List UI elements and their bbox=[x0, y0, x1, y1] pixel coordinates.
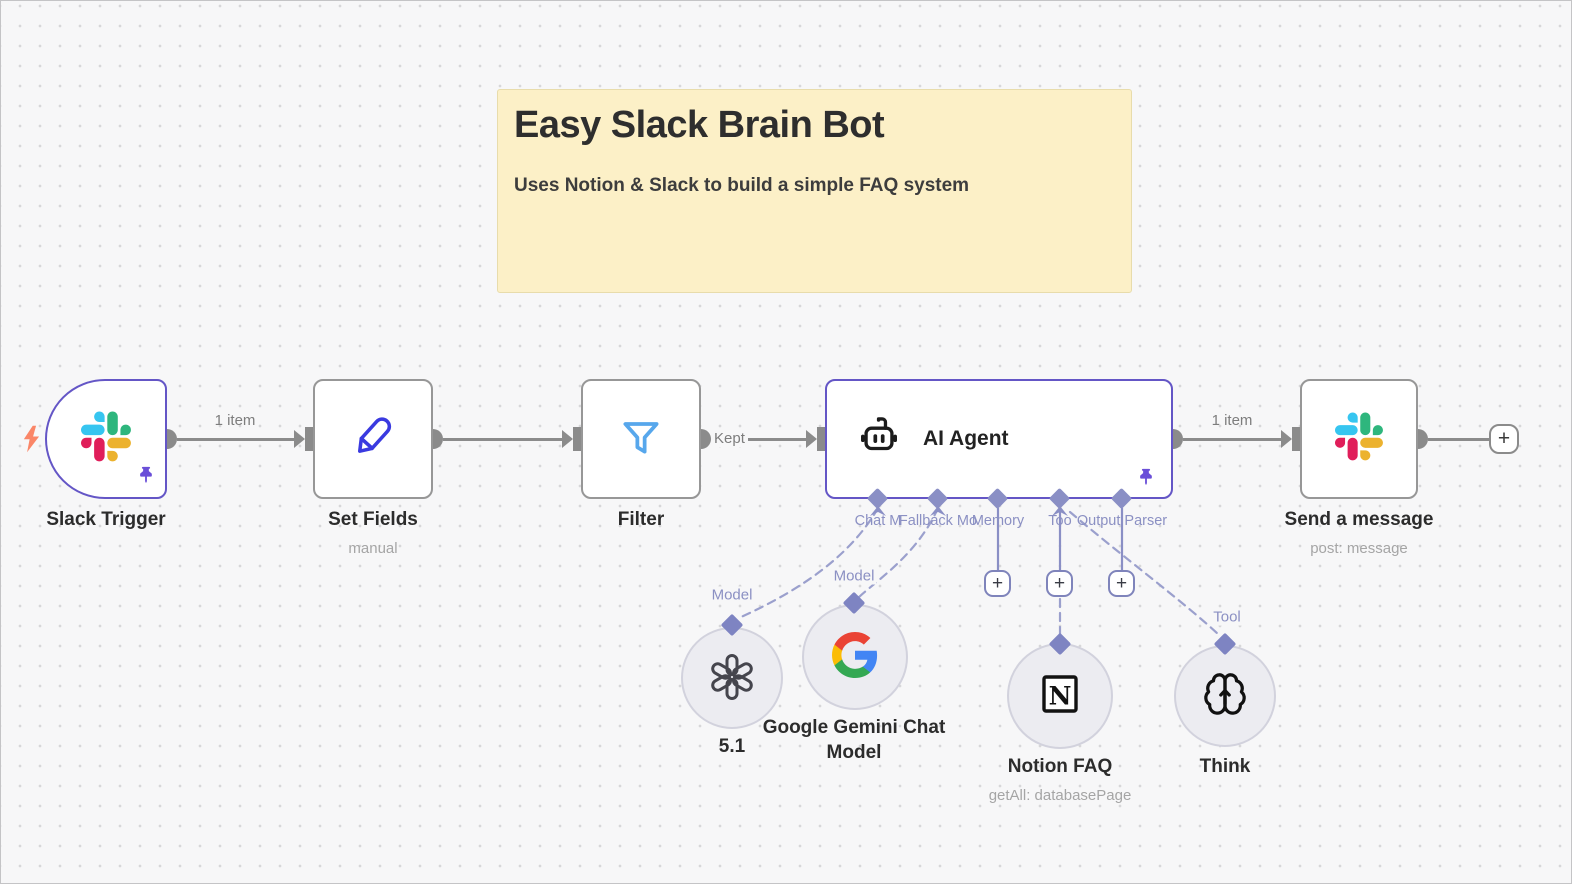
node-filter[interactable] bbox=[581, 379, 701, 499]
subnode-think[interactable] bbox=[1174, 645, 1276, 747]
connection-tag-tool: Tool bbox=[1211, 608, 1243, 626]
node-title-ai-agent: AI Agent bbox=[923, 427, 1009, 450]
wire-setfields-to-filter bbox=[443, 438, 562, 441]
robot-icon bbox=[855, 413, 903, 466]
input-connector[interactable] bbox=[573, 427, 581, 451]
openai-icon bbox=[708, 652, 756, 705]
input-connector[interactable] bbox=[562, 430, 573, 448]
port-label-tool: Too bbox=[1048, 513, 1072, 529]
edge-items-count: 1 item bbox=[1211, 412, 1253, 429]
sticky-title: Easy Slack Brain Bot bbox=[514, 104, 885, 146]
input-connector[interactable] bbox=[806, 430, 817, 448]
subnode-label-notion: Notion FAQ bbox=[1007, 756, 1113, 777]
add-tool-button[interactable]: + bbox=[1046, 570, 1073, 597]
input-connector[interactable] bbox=[1281, 430, 1292, 448]
subnode-subtitle-notion: getAll: databasePage bbox=[988, 787, 1132, 804]
brain-icon bbox=[1202, 671, 1248, 722]
input-connector[interactable] bbox=[294, 430, 305, 448]
port-label-memory: Memory bbox=[971, 513, 1025, 529]
sticky-note[interactable]: Easy Slack Brain Bot Uses Notion & Slack… bbox=[497, 89, 1132, 293]
connection-tag-model: Model bbox=[831, 567, 877, 585]
pencil-icon bbox=[348, 412, 398, 467]
subnode-label-think: Think bbox=[1199, 756, 1251, 777]
node-subtitle-set-fields: manual bbox=[348, 540, 398, 557]
subnode-label-openai: 5.1 bbox=[718, 736, 746, 757]
wire-trigger-to-setfields bbox=[177, 438, 294, 441]
connection-tag-model: Model bbox=[709, 586, 755, 604]
add-output-parser-button[interactable]: + bbox=[1108, 570, 1135, 597]
notion-icon: N bbox=[1037, 671, 1083, 722]
slack-icon bbox=[81, 411, 131, 467]
sticky-subtitle: Uses Notion & Slack to build a simple FA… bbox=[514, 175, 970, 196]
subnode-notion-faq[interactable]: N bbox=[1007, 643, 1113, 749]
node-label-filter: Filter bbox=[617, 509, 665, 530]
pin-icon bbox=[1135, 466, 1157, 493]
pin-icon bbox=[135, 464, 157, 491]
add-node-button[interactable]: + bbox=[1489, 424, 1519, 454]
node-subtitle-send-message: post: message bbox=[1310, 540, 1408, 557]
node-set-fields[interactable] bbox=[313, 379, 433, 499]
node-send-message[interactable] bbox=[1300, 379, 1418, 499]
connection-arrowhead bbox=[929, 503, 947, 521]
input-connector[interactable] bbox=[817, 427, 825, 451]
svg-text:N: N bbox=[1049, 681, 1072, 710]
input-connector[interactable] bbox=[305, 427, 313, 451]
trigger-bolt-icon bbox=[17, 424, 45, 459]
node-slack-trigger[interactable] bbox=[45, 379, 167, 499]
slack-icon bbox=[1335, 412, 1383, 466]
funnel-icon bbox=[616, 412, 666, 467]
node-label-slack-trigger: Slack Trigger bbox=[46, 509, 166, 530]
edge-items-count: 1 item bbox=[214, 412, 256, 429]
connection-arrowhead bbox=[1051, 503, 1069, 521]
input-connector[interactable] bbox=[1292, 427, 1300, 451]
subnode-gemini-model[interactable] bbox=[802, 604, 908, 710]
port-label-fallback-model: Fallback Mo bbox=[898, 513, 978, 529]
edge-kept-label: Kept bbox=[711, 430, 748, 447]
port-label-output-parser: Output Parser bbox=[1076, 513, 1168, 529]
node-label-set-fields: Set Fields bbox=[328, 509, 418, 530]
google-icon bbox=[832, 631, 878, 683]
wire-filter-to-agent bbox=[711, 438, 806, 441]
subnode-openai-model[interactable] bbox=[681, 627, 783, 729]
wire-send-to-add bbox=[1428, 438, 1489, 441]
port-label-chat-model: Chat M bbox=[854, 513, 902, 529]
wire-agent-to-send bbox=[1183, 438, 1281, 441]
subnode-label-gemini: Google Gemini Chat Model bbox=[762, 717, 946, 763]
connection-arrowhead bbox=[869, 503, 887, 521]
node-ai-agent[interactable]: AI Agent bbox=[825, 379, 1173, 499]
node-label-send-message: Send a message bbox=[1284, 509, 1434, 530]
add-memory-button[interactable]: + bbox=[984, 570, 1011, 597]
